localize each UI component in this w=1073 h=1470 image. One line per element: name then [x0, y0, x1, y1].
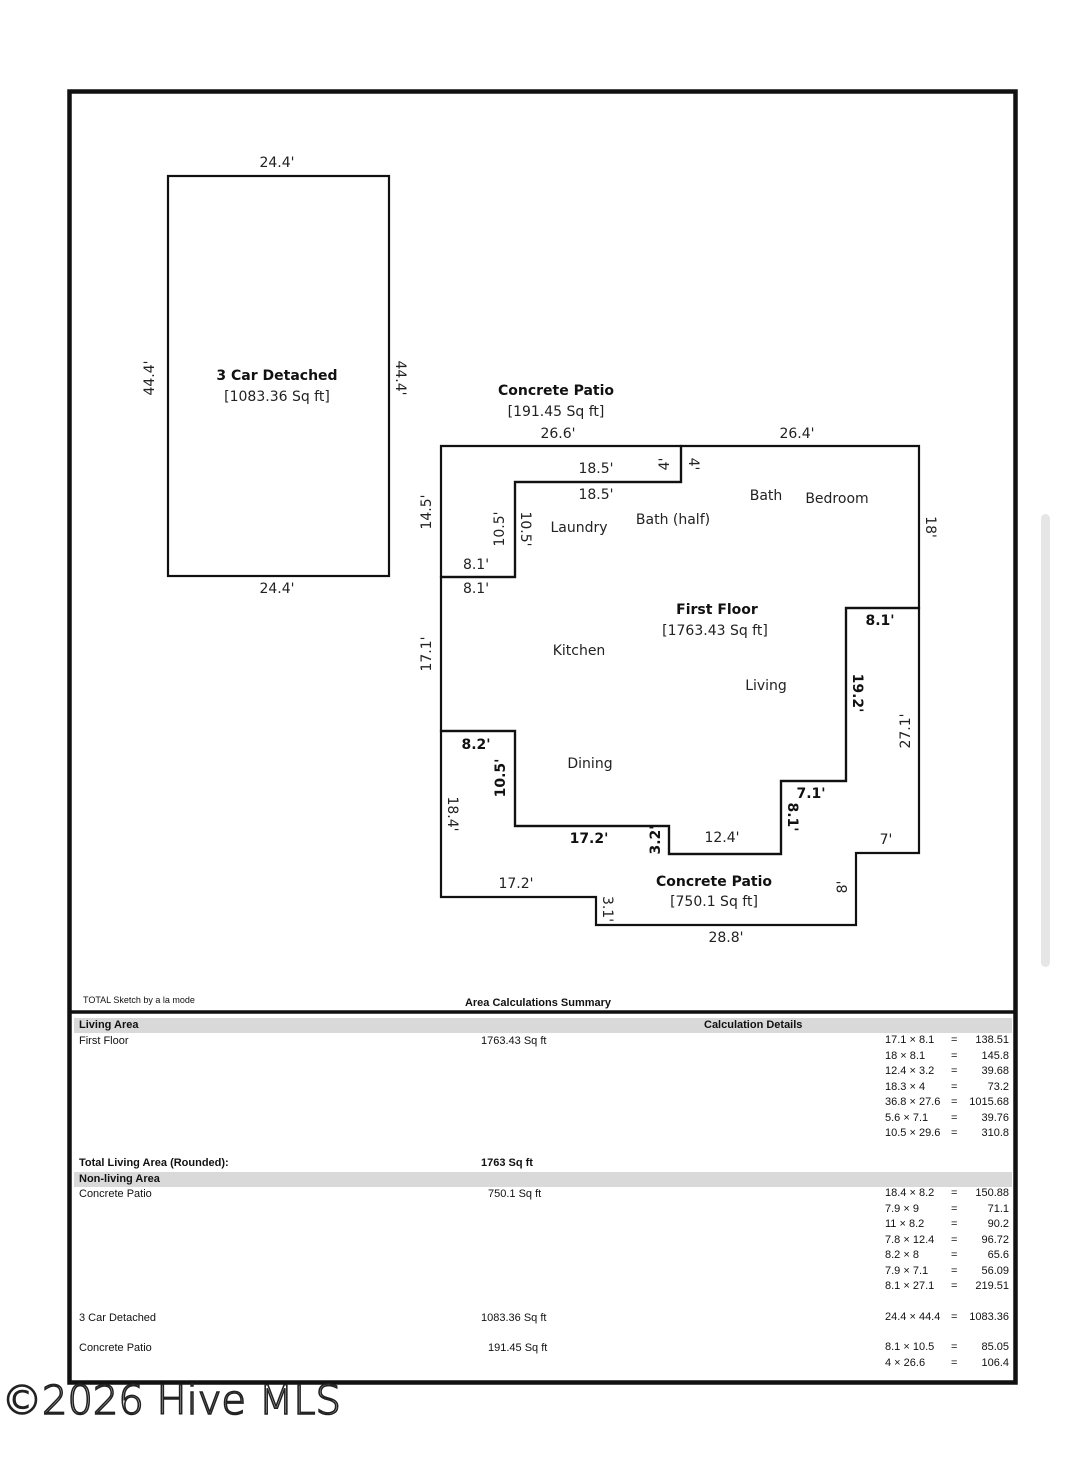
first-floor-area: [1763.43 Sq ft]	[662, 623, 768, 639]
first-floor-dim-bottom-left: 17.2'	[570, 831, 609, 847]
garage-title: 3 Car Detached	[216, 368, 337, 384]
garage-dim-right: 44.4'	[392, 360, 408, 395]
calculation-details-header: Calculation Details	[704, 1019, 803, 1031]
first-floor-label: First Floor	[79, 1035, 129, 1047]
first-floor-dim-left-mid: 17.1'	[419, 636, 435, 671]
garage-outline	[166, 174, 391, 578]
calc-row: 18.4 × 8.2=150.88	[885, 1187, 1009, 1199]
patio-bottom-area: [750.1 Sq ft]	[670, 894, 758, 910]
calc-row: 8.2 × 8=65.6	[885, 1249, 1009, 1261]
room-dining: Dining	[567, 756, 612, 772]
patio-191-calcs: 8.1 × 10.5=85.05 4 × 26.6=106.4	[885, 1340, 1009, 1371]
room-bath: Bath	[750, 488, 783, 504]
patio-bottom-outline	[439, 606, 921, 927]
total-living-area-value: 1763 Sq ft	[481, 1157, 533, 1169]
patio-191-label: Concrete Patio	[79, 1342, 152, 1354]
first-floor-dim-top-right: 26.4'	[779, 426, 814, 442]
calc-row: 36.8 × 27.6=1015.68	[885, 1096, 1009, 1108]
patio-top-dim-step-b: 4'	[685, 458, 701, 471]
calc-row: 17.1 × 8.1=138.51	[885, 1034, 1009, 1046]
first-floor-area-value: 1763.43 Sq ft	[481, 1035, 547, 1047]
vertical-scrollbar[interactable]	[1041, 514, 1050, 967]
patio-bottom-dim-right: 27.1'	[898, 713, 914, 748]
patio-top-area: [191.45 Sq ft]	[508, 404, 605, 420]
patio-top-dim-upper: 18.5'	[578, 461, 613, 477]
patio-750-area-value: 750.1 Sq ft	[488, 1188, 542, 1200]
calc-row: 10.5 × 29.6=310.8	[885, 1127, 1009, 1139]
patio-top-dim-inner-right: 10.5'	[517, 511, 533, 546]
patio-750-label: Concrete Patio	[79, 1188, 152, 1200]
patio-bottom-dim-right-step: 8'	[835, 881, 851, 894]
calc-row: 8.1 × 27.1=219.51	[885, 1280, 1009, 1292]
garage-calcs: 24.4 × 44.4=1083.36	[885, 1310, 1009, 1326]
garage-dim-top: 24.4'	[259, 155, 294, 171]
patio-top-dim-inner-left: 10.5'	[492, 511, 508, 546]
patio-top-title: Concrete Patio	[498, 383, 614, 399]
sketch-credit: TOTAL Sketch by a la mode	[83, 995, 195, 1005]
living-area-header: Living Area	[79, 1019, 139, 1031]
calc-row: 18.3 × 4=73.2	[885, 1080, 1009, 1093]
room-living: Living	[745, 678, 787, 694]
calc-row: 11 × 8.2=90.2	[885, 1218, 1009, 1230]
first-floor-calcs: 17.1 × 8.1=138.51 18 × 8.1=145.8 12.4 × …	[885, 1033, 1009, 1142]
living-area-header-band	[74, 1018, 1012, 1033]
patio-bottom-dim-left: 18.4'	[444, 796, 460, 831]
nonliving-area-header-band	[74, 1172, 1012, 1187]
first-floor-dim-left-lower: 10.5'	[493, 759, 509, 798]
room-bedroom: Bedroom	[805, 491, 868, 507]
calc-row: 18 × 8.1=145.8	[885, 1049, 1009, 1062]
first-floor-dim-notch-side: 19.2'	[849, 674, 865, 713]
first-floor-dim-bottom-step: 3.2'	[648, 825, 664, 854]
first-floor-title: First Floor	[676, 602, 758, 618]
garage-dim-left: 44.4'	[142, 360, 158, 395]
first-floor-dim-right-upper: 18'	[922, 516, 938, 538]
page-frame	[67, 89, 1018, 1385]
calc-row: 7.9 × 9=71.1	[885, 1202, 1009, 1215]
patio-bottom-title: Concrete Patio	[656, 874, 772, 890]
garage-area: [1083.36 Sq ft]	[224, 389, 330, 405]
first-floor-dim-corner: 8.2'	[461, 737, 490, 753]
first-floor-dim-notch-top: 8.1'	[865, 613, 894, 629]
room-laundry: Laundry	[550, 520, 607, 536]
patio-top-dim-top: 26.6'	[540, 426, 575, 442]
patio-top-dim-bottom-a: 8.1'	[463, 557, 489, 573]
garage-label: 3 Car Detached	[79, 1312, 157, 1324]
first-floor-dim-step-top: 7.1'	[796, 786, 825, 802]
room-kitchen: Kitchen	[553, 643, 606, 659]
patio-bottom-dim-top-left: 17.2'	[498, 876, 533, 892]
first-floor-dim-bottom-mid: 12.4'	[704, 830, 739, 846]
calc-row: 12.4 × 3.2=39.68	[885, 1065, 1009, 1077]
calc-row: 5.6 × 7.1=39.76	[885, 1111, 1009, 1124]
garage-dim-bottom: 24.4'	[259, 581, 294, 597]
first-floor-dim-step-side: 8.1'	[784, 802, 800, 831]
garage-area-value: 1083.36 Sq ft	[481, 1312, 547, 1324]
nonliving-area-header: Non-living Area	[79, 1173, 160, 1185]
total-living-area-label: Total Living Area (Rounded):	[79, 1157, 229, 1169]
patio-top-dim-lower: 18.5'	[578, 487, 613, 503]
calc-row: 24.4 × 44.4=1083.36	[885, 1311, 1009, 1323]
patio-top-dim-bottom-b: 8.1'	[463, 581, 489, 597]
calc-row: 7.9 × 7.1=56.09	[885, 1264, 1009, 1277]
calc-row: 7.8 × 12.4=96.72	[885, 1233, 1009, 1246]
mls-watermark: ©2026 Hive MLS	[1, 1377, 341, 1425]
calc-row: 8.1 × 10.5=85.05	[885, 1341, 1009, 1353]
patio-top-dim-left: 14.5'	[419, 494, 435, 529]
patio-bottom-dim-step: 3.1'	[599, 896, 615, 922]
room-bath-half: Bath (half)	[636, 512, 710, 528]
calc-row: 4 × 26.6=106.4	[885, 1356, 1009, 1369]
patio-top-dim-step-a: 4'	[657, 458, 673, 471]
patio-bottom-dim-bottom: 28.8'	[708, 930, 743, 946]
summary-title: Area Calculations Summary	[465, 997, 612, 1009]
patio-750-calcs: 18.4 × 8.2=150.88 7.9 × 9=71.1 11 × 8.2=…	[885, 1186, 1009, 1295]
patio-191-area-value: 191.45 Sq ft	[488, 1342, 548, 1354]
patio-bottom-dim-top-right: 7'	[880, 832, 893, 848]
